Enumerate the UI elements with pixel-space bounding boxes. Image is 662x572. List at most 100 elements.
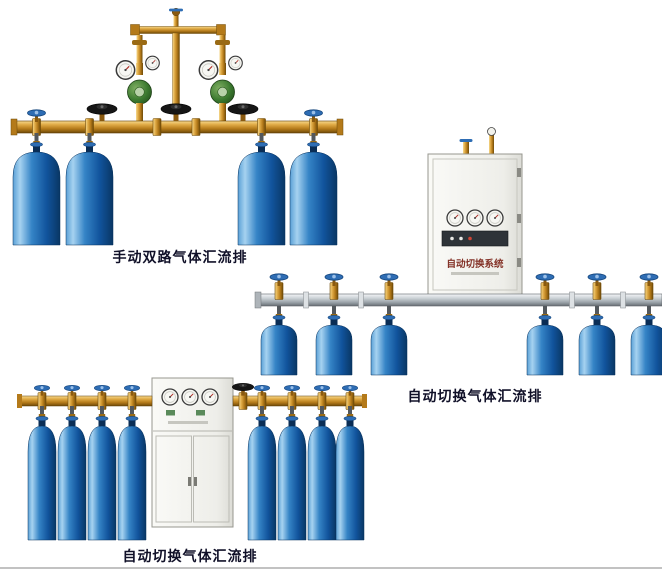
pressure-regulator (115, 55, 160, 121)
blue-valve-handwheel (324, 273, 344, 287)
gas-cylinder (12, 151, 61, 246)
blue-valve-handwheel (379, 273, 399, 287)
black-valve-handwheel (231, 382, 255, 397)
indicator-light (196, 410, 205, 416)
manual-dual-manifold-illustration (10, 7, 344, 246)
blue-valve-handwheel (63, 384, 81, 397)
cylinder-valve (315, 416, 329, 427)
indicator-light (166, 410, 175, 416)
cylinder-valve (65, 416, 79, 427)
pressure-gauge (228, 55, 243, 71)
drop-pipe (136, 35, 143, 63)
gas-cylinder (87, 425, 117, 541)
pressure-gauge (466, 209, 484, 227)
regulator-outlet (136, 103, 143, 121)
bottom-divider (0, 567, 662, 569)
cabinet-subtext-bar (451, 272, 499, 275)
gas-cylinder (57, 425, 87, 541)
indicator-panel (441, 230, 509, 247)
drop-pipe (219, 35, 226, 63)
hinge (517, 214, 521, 223)
pressure-gauge (115, 60, 136, 80)
pipe-coupling (620, 291, 626, 309)
auto-switch-manifold-illustration: 自动切换系统 (254, 127, 662, 376)
cabinet-subtext-bar (168, 421, 208, 424)
black-valve-handwheel (160, 103, 192, 122)
center-riser-pipe (172, 32, 180, 110)
cylinder-valve (327, 315, 341, 326)
pipe-tee-fitting (257, 118, 266, 136)
door-handle (188, 477, 191, 486)
gas-cylinder (289, 151, 338, 246)
gas-cylinder (27, 425, 57, 541)
top-valve-handle (169, 8, 183, 12)
blue-valve-handwheel (283, 384, 301, 397)
pipe-tee-fitting (152, 118, 162, 136)
blue-valve-handwheel (304, 109, 323, 123)
cabinet-door (155, 435, 192, 523)
cylinder-valve (642, 315, 656, 326)
indicator-light (468, 236, 472, 241)
cabinet-door (193, 435, 230, 523)
door-handle (194, 477, 197, 486)
header-pipe (133, 26, 223, 34)
pipe-end-cap (17, 394, 22, 408)
cabinet-door (432, 158, 518, 291)
blue-valve-handwheel (313, 384, 331, 397)
indicator-light (450, 236, 454, 241)
cabinet-top-pipe (489, 134, 494, 156)
pipe-end-cap (336, 118, 344, 136)
pipe-elbow (130, 24, 140, 36)
cylinder-valve (285, 416, 299, 427)
pipe-end-cap (10, 118, 18, 136)
pressure-gauge (161, 388, 179, 406)
gas-cylinder (260, 324, 298, 376)
regulator-hub (217, 86, 228, 98)
blue-valve-handwheel (33, 384, 51, 397)
cylinder-valve (382, 315, 396, 326)
manifold-pipe (13, 120, 341, 134)
caption-auto-switch-floor-manifold: 自动切换气体汇流排 (122, 549, 258, 565)
regulator-inlet (219, 63, 226, 75)
pipe-coupling (303, 291, 309, 309)
gas-cylinder (578, 324, 616, 376)
gas-cylinder (315, 324, 353, 376)
gas-cylinder (65, 151, 114, 246)
pipe-end-cap (362, 394, 367, 408)
blue-valve-handwheel (587, 273, 607, 287)
cylinder-valve (83, 142, 96, 153)
pressure-gauge (486, 209, 504, 227)
pressure-gauge (181, 388, 199, 406)
hinge (517, 168, 521, 177)
manifold-pipe (257, 293, 662, 307)
caption-auto-switch-manifold: 自动切换气体汇流排 (407, 389, 543, 405)
gas-cylinder (526, 324, 564, 376)
regulator-hub (134, 86, 145, 98)
control-cabinet (151, 377, 234, 528)
regulator-inlet (136, 63, 143, 75)
gas-cylinder (277, 425, 307, 541)
regulator-outlet (219, 103, 226, 121)
blue-valve-handwheel (535, 273, 555, 287)
pressure-regulator (198, 55, 243, 121)
gas-cylinder (335, 425, 365, 541)
auto-switch-floor-manifold-illustration (17, 377, 367, 541)
caption-manual-dual-manifold: 手动双路气体汇流排 (112, 250, 248, 266)
mini-gauge (487, 127, 496, 136)
pressure-gauge (446, 209, 464, 227)
gas-cylinder (307, 425, 337, 541)
cylinder-valve (538, 315, 552, 326)
pressure-gauge (201, 388, 219, 406)
control-cabinet: 自动切换系统 (427, 127, 523, 297)
cylinder-valve (255, 142, 268, 153)
blue-valve-handle (459, 139, 473, 142)
cross-fitting (132, 40, 147, 45)
black-valve-handwheel (227, 103, 259, 122)
blue-valve-handwheel (639, 273, 659, 287)
pressure-gauge (145, 55, 160, 71)
cylinder-valve (255, 416, 269, 427)
cylinder-valve (30, 142, 43, 153)
gas-cylinder (117, 425, 147, 541)
hinge (517, 258, 521, 267)
